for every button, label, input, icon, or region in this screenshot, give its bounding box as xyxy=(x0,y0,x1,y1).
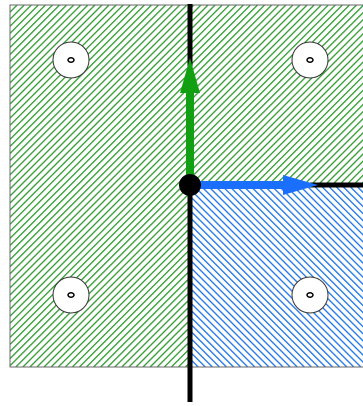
quadrant-top-left xyxy=(10,5,190,186)
ring-marker-icon xyxy=(67,57,75,63)
quadrant-top-right xyxy=(190,5,363,186)
quadrant-bottom-left xyxy=(10,186,190,367)
marker-top-right xyxy=(291,41,329,79)
marker-bottom-left xyxy=(52,276,90,314)
ring-marker-icon xyxy=(306,292,314,298)
arrow-right-head-icon xyxy=(283,175,318,195)
arrow-up-head-icon xyxy=(180,58,200,93)
arrow-up xyxy=(180,58,200,186)
origin-dot-icon xyxy=(179,174,201,196)
ring-marker-icon xyxy=(306,57,314,63)
marker-top-left xyxy=(52,41,90,79)
quadrant-bottom-right xyxy=(190,186,363,367)
ring-marker-icon xyxy=(67,292,75,298)
arrow-right xyxy=(190,175,318,195)
marker-bottom-right xyxy=(291,276,329,314)
